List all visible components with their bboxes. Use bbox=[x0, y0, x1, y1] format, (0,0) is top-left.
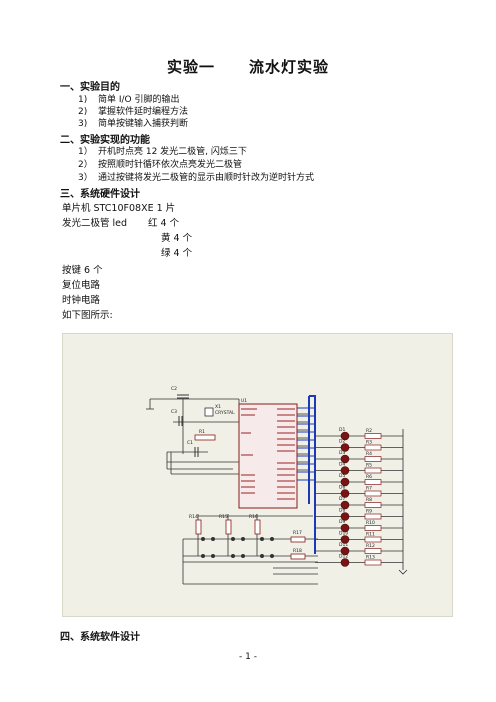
led-symbol bbox=[340, 500, 350, 510]
led-label: D1 bbox=[339, 427, 345, 433]
resistor-label: R9 bbox=[366, 509, 372, 515]
title-part-1: 实验一 bbox=[166, 58, 215, 76]
list-item: 2）按照顺时针循环依次点亮发光二极管 bbox=[78, 160, 243, 170]
resistor-label: R8 bbox=[366, 497, 372, 503]
hardware-led-label: 发光二极管 led bbox=[62, 218, 128, 229]
led-symbol bbox=[340, 546, 350, 556]
led-symbol bbox=[340, 477, 350, 487]
led-label: D11 bbox=[339, 542, 348, 548]
x1-label: X1 bbox=[215, 404, 221, 410]
page-title: 实验一 流水灯实验 bbox=[0, 56, 496, 77]
led-resistor bbox=[364, 548, 382, 554]
list-item: 3）通过按键将发光二极管的显示由顺时针改为逆时针方式 bbox=[78, 173, 315, 183]
resistor-label: R11 bbox=[366, 532, 375, 538]
list-item: 3)简单按键输入捕获判断 bbox=[78, 119, 189, 129]
resistor-label: R4 bbox=[366, 451, 372, 457]
r15-label: R15 bbox=[219, 514, 228, 520]
resistor-label: R7 bbox=[366, 486, 372, 492]
resistor-label: R2 bbox=[366, 428, 372, 434]
led-resistor bbox=[364, 559, 382, 566]
led-label: D3 bbox=[339, 450, 345, 456]
led-symbol bbox=[340, 431, 350, 441]
led-label: D2 bbox=[339, 439, 345, 445]
led-label: D7 bbox=[339, 496, 345, 502]
led-resistor bbox=[364, 513, 382, 520]
resistor-label: R3 bbox=[366, 440, 372, 446]
led-resistor bbox=[364, 502, 382, 508]
c3-label: C3 bbox=[171, 409, 177, 415]
r1-label: R1 bbox=[199, 429, 205, 435]
u1-label: U1 bbox=[241, 398, 247, 404]
page-number: - 1 - bbox=[239, 652, 257, 662]
led-symbol bbox=[340, 558, 350, 567]
led-resistor bbox=[364, 490, 382, 497]
section-heading-functions: 二、实验实现的功能 bbox=[60, 135, 150, 146]
figure-caption: 如下图所示: bbox=[62, 310, 113, 321]
led-symbol bbox=[340, 535, 350, 544]
title-part-2: 流水灯实验 bbox=[249, 58, 330, 76]
hardware-led-red: 红 4 个 bbox=[148, 218, 180, 229]
r14-label: R14 bbox=[189, 514, 198, 520]
crystal-label: CRYSTAL bbox=[215, 410, 235, 416]
led-symbol bbox=[340, 443, 350, 452]
hardware-led-yellow: 黄 4 个 bbox=[161, 233, 193, 244]
resistor-label: R6 bbox=[366, 474, 372, 480]
section-heading-hardware: 三、系统硬件设计 bbox=[60, 189, 140, 200]
led-resistor bbox=[364, 433, 382, 439]
c2-label: C2 bbox=[171, 386, 177, 392]
resistor-label: R13 bbox=[366, 555, 375, 561]
led-resistor bbox=[364, 536, 382, 543]
hardware-reset: 复位电路 bbox=[62, 280, 101, 291]
section-heading-software: 四、系统软件设计 bbox=[60, 632, 140, 643]
led-label: D8 bbox=[339, 508, 345, 514]
led-label: D12 bbox=[339, 554, 348, 560]
r18-label: R18 bbox=[293, 548, 302, 554]
list-item: 1)简单 I/O 引脚的输出 bbox=[78, 95, 180, 105]
hardware-keys: 按键 6 个 bbox=[62, 265, 103, 276]
r17-label: R17 bbox=[293, 530, 302, 536]
led-symbol bbox=[340, 512, 350, 521]
led-symbol bbox=[340, 523, 350, 533]
led-resistor bbox=[364, 456, 382, 462]
resistor-label: R12 bbox=[366, 543, 375, 549]
led-symbol bbox=[340, 466, 350, 475]
list-item: 1）开机时点亮 12 发光二极管, 闪烁三下 bbox=[78, 147, 247, 157]
hardware-mcu: 单片机 STC10F08XE 1 片 bbox=[62, 203, 176, 214]
led-resistor bbox=[364, 525, 382, 531]
c1-label: C1 bbox=[187, 440, 193, 446]
led-resistor bbox=[364, 444, 382, 451]
resistor-label: R5 bbox=[366, 463, 372, 469]
hardware-clock: 时钟电路 bbox=[62, 295, 101, 306]
led-resistor bbox=[364, 479, 382, 485]
led-label: D9 bbox=[339, 519, 345, 525]
led-label: D4 bbox=[339, 462, 345, 468]
r16-label: R16 bbox=[249, 514, 258, 520]
led-label: D6 bbox=[339, 485, 345, 491]
section-heading-purpose: 一、实验目的 bbox=[60, 82, 120, 93]
led-symbol bbox=[340, 454, 350, 464]
led-symbol bbox=[340, 489, 350, 498]
led-label: D5 bbox=[339, 473, 345, 479]
led-resistor bbox=[364, 467, 382, 474]
led-label: D10 bbox=[339, 531, 348, 537]
list-item: 2)掌握软件延时编程方法 bbox=[78, 107, 189, 117]
hardware-led-green: 绿 4 个 bbox=[161, 248, 193, 259]
resistor-label: R10 bbox=[366, 520, 375, 526]
